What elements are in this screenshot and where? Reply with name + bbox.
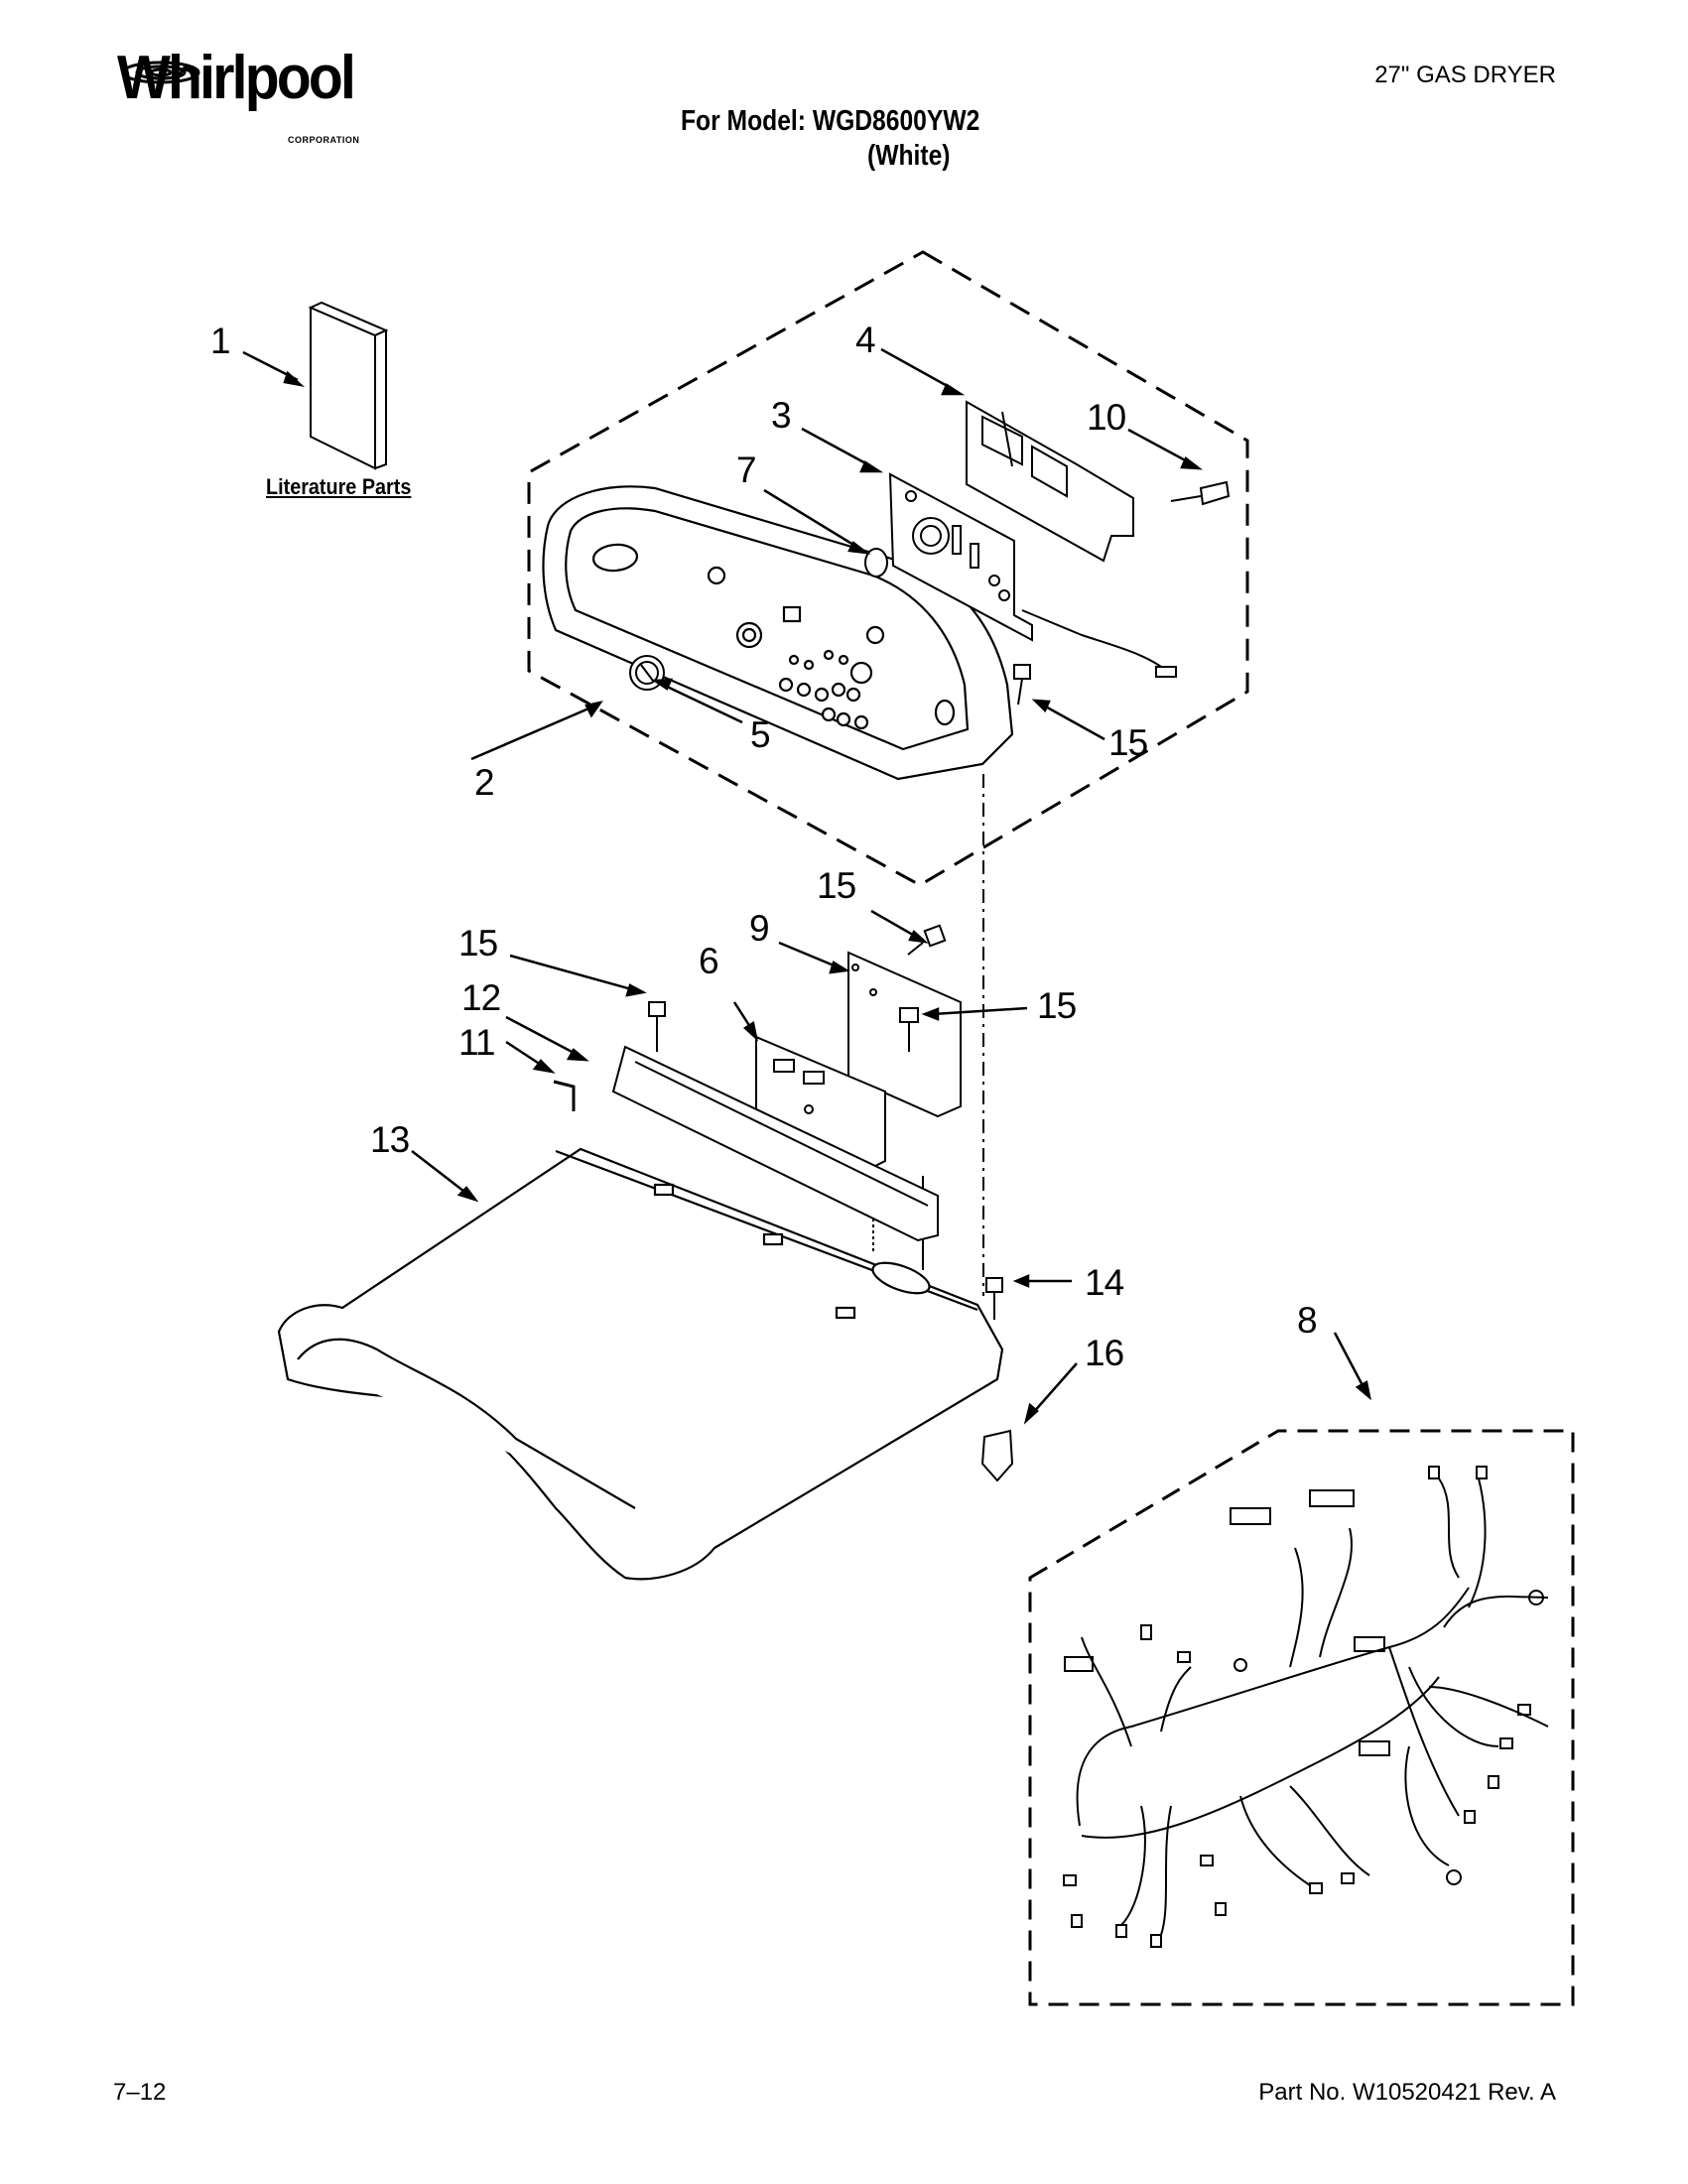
logo-corporation-text: CORPORATION	[288, 135, 360, 145]
top-channel	[611, 1045, 939, 1242]
mounting-bracket	[833, 951, 962, 1370]
callout-13: 13	[370, 1119, 410, 1160]
wire-11	[553, 1080, 576, 1111]
callout-2: 2	[474, 762, 495, 803]
model-color: (White)	[867, 140, 951, 172]
callout-8: 8	[1297, 1300, 1318, 1341]
electronic-control-board	[888, 472, 1177, 678]
callout-5: 5	[750, 714, 771, 755]
console-housing	[542, 485, 1014, 781]
model-title: For Model: WGD8600YW2	[681, 105, 980, 137]
callout-10: 10	[1087, 397, 1126, 438]
callout-16: 16	[1085, 1333, 1124, 1373]
callout-4: 4	[855, 320, 876, 360]
logo-swirl-icon	[121, 61, 200, 84]
top-panel	[277, 1147, 1004, 1581]
page-number: 7–12	[113, 2079, 167, 2106]
user-interface-housing	[966, 400, 1134, 563]
callout-9: 9	[749, 908, 770, 949]
clip-16	[980, 1429, 1014, 1482]
screw-15-console	[1013, 664, 1031, 706]
callout-3: 3	[771, 395, 792, 436]
part-number: Part No. W10520421 Rev. A	[1258, 2079, 1556, 2106]
harness-group-boundary	[1028, 1429, 1575, 2006]
screw-14	[985, 1277, 1003, 1320]
console-group-boundary	[527, 250, 1249, 887]
callout-7: 7	[736, 450, 757, 490]
callout-6: 6	[699, 941, 719, 981]
whirlpool-logo: Whirlpool	[117, 48, 374, 109]
callout-12: 12	[461, 977, 501, 1018]
callout-1: 1	[210, 321, 231, 361]
callout-14: 14	[1085, 1262, 1124, 1303]
gasket-7	[864, 548, 888, 578]
callout-15-console: 15	[1108, 722, 1148, 763]
literature-parts-label: Literature Parts	[266, 474, 412, 499]
callout-15-channel: 15	[458, 923, 498, 964]
literature-booklet	[308, 301, 389, 470]
screw-10	[1170, 480, 1231, 506]
callout-15-bracket-top: 15	[817, 865, 856, 906]
product-type: 27" GAS DRYER	[1374, 62, 1556, 88]
callout-11: 11	[458, 1022, 495, 1063]
callout-leaders	[242, 347, 1371, 1425]
screw-15-bracket	[648, 924, 947, 1052]
logo-wordmark: Whirlpool	[117, 44, 356, 112]
wire-harness	[1063, 1466, 1549, 1948]
callout-15-bracket-right: 15	[1037, 985, 1077, 1026]
